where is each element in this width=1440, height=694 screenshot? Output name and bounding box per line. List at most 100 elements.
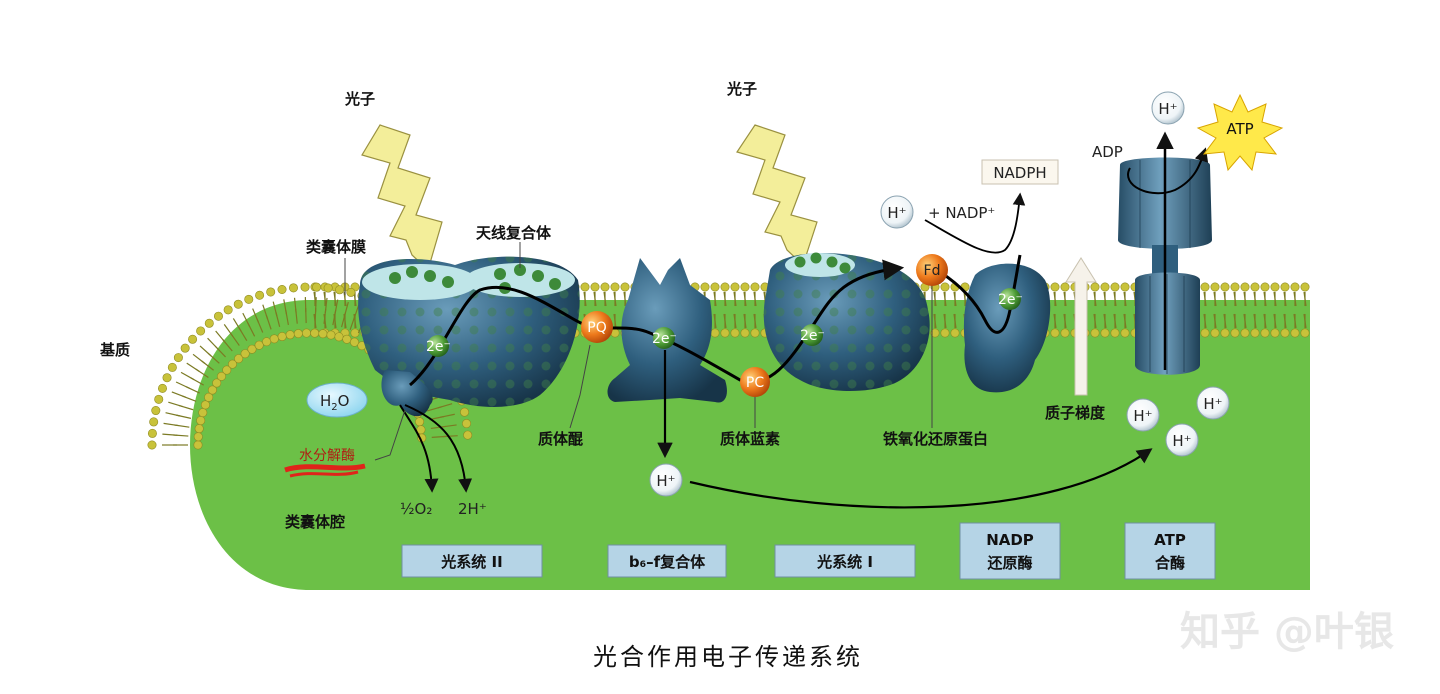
atp-label: ATP [1226,120,1253,138]
lipid-head [1111,329,1119,337]
lipid-head [319,330,327,338]
antenna-complex-label: 天线复合体 [476,224,552,242]
thylakoid-membrane-label: 类囊体膜 [306,238,366,256]
lipid-head [1271,283,1279,291]
lipid-head [199,408,207,416]
electron-marker-ps1: 2e⁻ [800,324,825,346]
lipid-head [181,344,189,352]
lipid-head [302,329,310,337]
lipid-head [601,283,609,291]
electron-marker-b6f: 2e⁻ [652,327,677,349]
lipid-head [751,329,759,337]
pq-label: PQ [587,320,606,336]
lipid-tail [182,396,196,401]
lipid-head [294,329,302,337]
nadp-reductase-box-line1: NADP [986,531,1034,549]
lipid-head [711,329,719,337]
figure-caption: 光合作用电子传递系统 [593,643,863,671]
atp-synthase-box-line2: 合酶 [1154,554,1185,572]
lipid-head [188,335,196,343]
lipid-head [194,433,202,441]
ps2-box-label: 光系统 II [440,553,502,571]
lipid-head [168,363,176,371]
electron-label: 2e⁻ [800,328,825,344]
lipid-tail [173,435,188,436]
lipid-head [1061,283,1069,291]
lipid-head [1051,329,1059,337]
lipid-head [245,295,253,303]
lipid-head [205,319,213,327]
atp-synthase-box-line1: ATP [1154,531,1186,549]
svg-text:H⁺: H⁺ [656,472,675,490]
lipid-head [194,441,202,449]
photon-bolt-right [737,125,817,265]
lipid-head [163,374,171,382]
lipid-head [152,406,160,414]
lipid-head [1121,283,1129,291]
lipid-head [1251,283,1259,291]
ps1-box-label: 光系统 I [816,553,873,571]
lipid-head [278,285,286,293]
lipid-head [1301,329,1309,337]
photon-bolt-left [362,125,442,270]
lipid-head [148,441,156,449]
b6f-box: b₆–f复合体 [608,545,726,577]
electron-marker-reductase: 2e⁻ [998,288,1023,310]
lipid-head [267,288,275,296]
lipid-head [621,283,629,291]
h-ion-lumen-3: H⁺ [1166,424,1198,456]
lipid-head [941,329,949,337]
nadp-plus-label: + NADP⁺ [928,204,995,222]
lipid-head [581,283,589,291]
water-splitting-enzyme-label: 水分解酶 [299,448,355,464]
lipid-head [270,335,278,343]
nadph-label: NADPH [993,164,1046,182]
electron-label: 2e⁻ [652,331,677,347]
plastoquinone-label: 质体醌 [538,430,583,448]
lipid-head [1201,283,1209,291]
o2-label: ½O₂ [400,500,432,518]
lipid-head [1121,329,1129,337]
lipid-head [1261,329,1269,337]
lipid-tail [174,425,189,427]
lipid-head [324,284,332,292]
lipid-tail [186,387,200,393]
lipid-head [1111,283,1119,291]
electron-label: 2e⁻ [426,339,451,355]
lipid-head [255,291,263,299]
atp-synthase-box: ATP 合酶 [1125,523,1215,579]
lipid-head [1101,283,1109,291]
lipid-head [301,283,309,291]
lipid-head [460,408,468,416]
h-ion-b6f: H⁺ [650,464,682,496]
lipid-head [310,329,318,337]
photosystem-1 [764,253,930,392]
lipid-head [1201,329,1209,337]
lipid-head [1061,329,1069,337]
lipid-head [611,283,619,291]
lipid-head [951,329,959,337]
svg-text:H⁺: H⁺ [1172,432,1191,450]
ps1-box: 光系统 I [775,545,915,577]
lipid-head [731,283,739,291]
lipid-head [327,331,335,339]
proton-gradient-label: 质子梯度 [1045,404,1106,422]
lipid-head [149,418,157,426]
h-ion-lumen-1: H⁺ [1127,399,1159,431]
lipid-head [751,283,759,291]
h-ion-atp-top: H⁺ [1152,92,1184,124]
lipid-head [234,300,242,308]
lipid-head [1291,329,1299,337]
lipid-head [196,416,204,424]
lipid-head [415,418,423,426]
lipid-head [1271,329,1279,337]
lipid-head [196,327,204,335]
lipid-head [463,431,471,439]
lipid-head [941,283,949,291]
fd-label: Fd [924,263,941,279]
lipid-head [289,284,297,292]
ps2-box: 光系统 II [402,545,542,577]
lipid-head [347,288,355,296]
lipid-head [462,419,470,427]
